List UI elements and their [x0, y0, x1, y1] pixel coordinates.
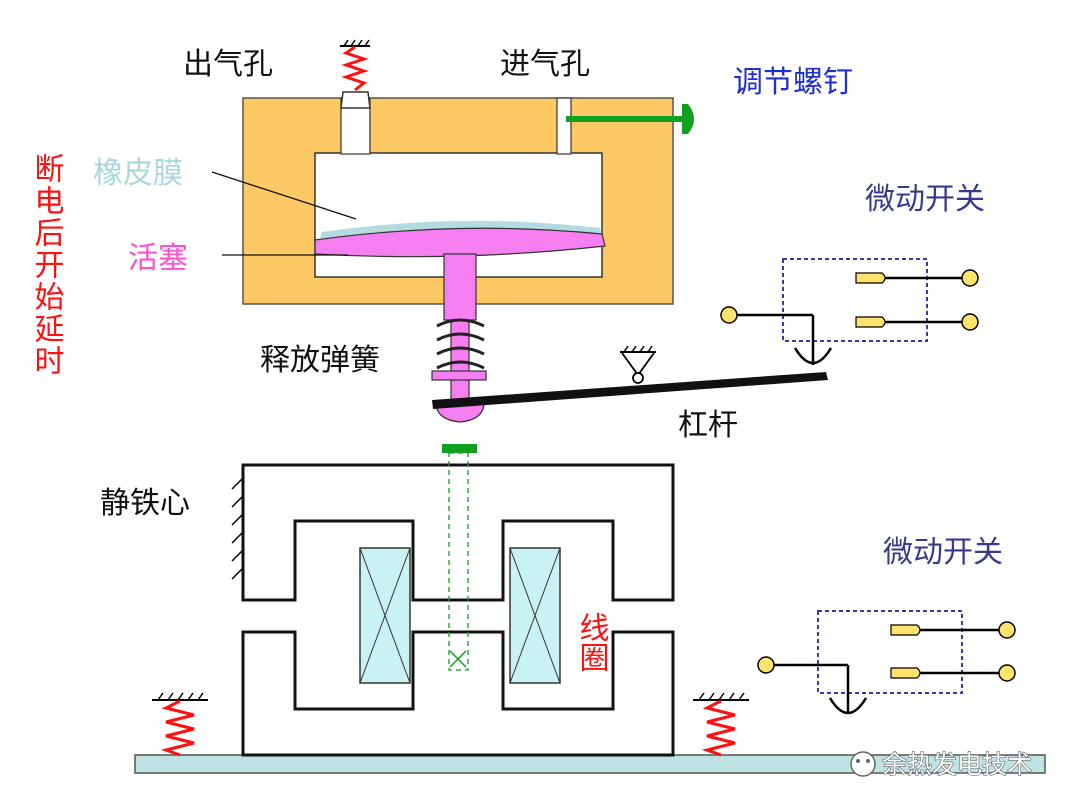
- spring-seat: [431, 370, 487, 381]
- outlet-hole-label: 出气孔: [183, 47, 273, 82]
- piston-rod: [443, 253, 477, 321]
- adjust-screw[interactable]: [566, 104, 694, 134]
- base-spring-right: [693, 692, 749, 757]
- coil-label: 线圈: [574, 612, 609, 672]
- lower-core: [241, 630, 675, 757]
- moving-core-cross: [449, 650, 467, 668]
- piston-label: 活塞: [128, 241, 188, 276]
- lever: [432, 372, 828, 409]
- inlet-hole-label: 进气孔: [500, 47, 590, 82]
- watermark-icon: [850, 751, 876, 777]
- membrane-leader: [211, 171, 357, 220]
- micro-switch-bottom: [757, 610, 1016, 715]
- armature: [442, 444, 477, 453]
- lever-pivot: [620, 345, 656, 384]
- base-spring-left: [152, 692, 208, 757]
- watermark: 余热发电技术: [850, 749, 1033, 780]
- outlet-valve-cap: [340, 91, 371, 109]
- micro-switch-top-label: 微动开关: [865, 182, 985, 217]
- adjust-screw-label: 调节螺钉: [733, 65, 853, 100]
- coil-right: [509, 547, 561, 684]
- iron-core: [241, 463, 675, 602]
- release-spring-label: 释放弹簧: [260, 343, 380, 378]
- static-core-label: 静铁心: [100, 486, 190, 521]
- delay-note: 断电后开始延时: [29, 153, 65, 377]
- piston-rod-lower: [450, 319, 470, 401]
- outlet-spring-group: [340, 39, 370, 92]
- micro-switch-top: [720, 258, 979, 365]
- coil-left: [359, 547, 411, 684]
- piston-head: [314, 227, 606, 258]
- inlet-channel: [556, 97, 572, 155]
- core-fixed-hatch: [231, 477, 244, 580]
- micro-switch-bottom-label: 微动开关: [883, 535, 1003, 570]
- rubber-membrane-label: 橡皮膜: [93, 156, 183, 191]
- release-spring: [436, 318, 485, 370]
- outlet-spring: [341, 45, 369, 92]
- watermark-text: 余热发电技术: [882, 750, 1032, 779]
- lever-label: 杠杆: [678, 408, 738, 443]
- moving-core: [448, 452, 469, 671]
